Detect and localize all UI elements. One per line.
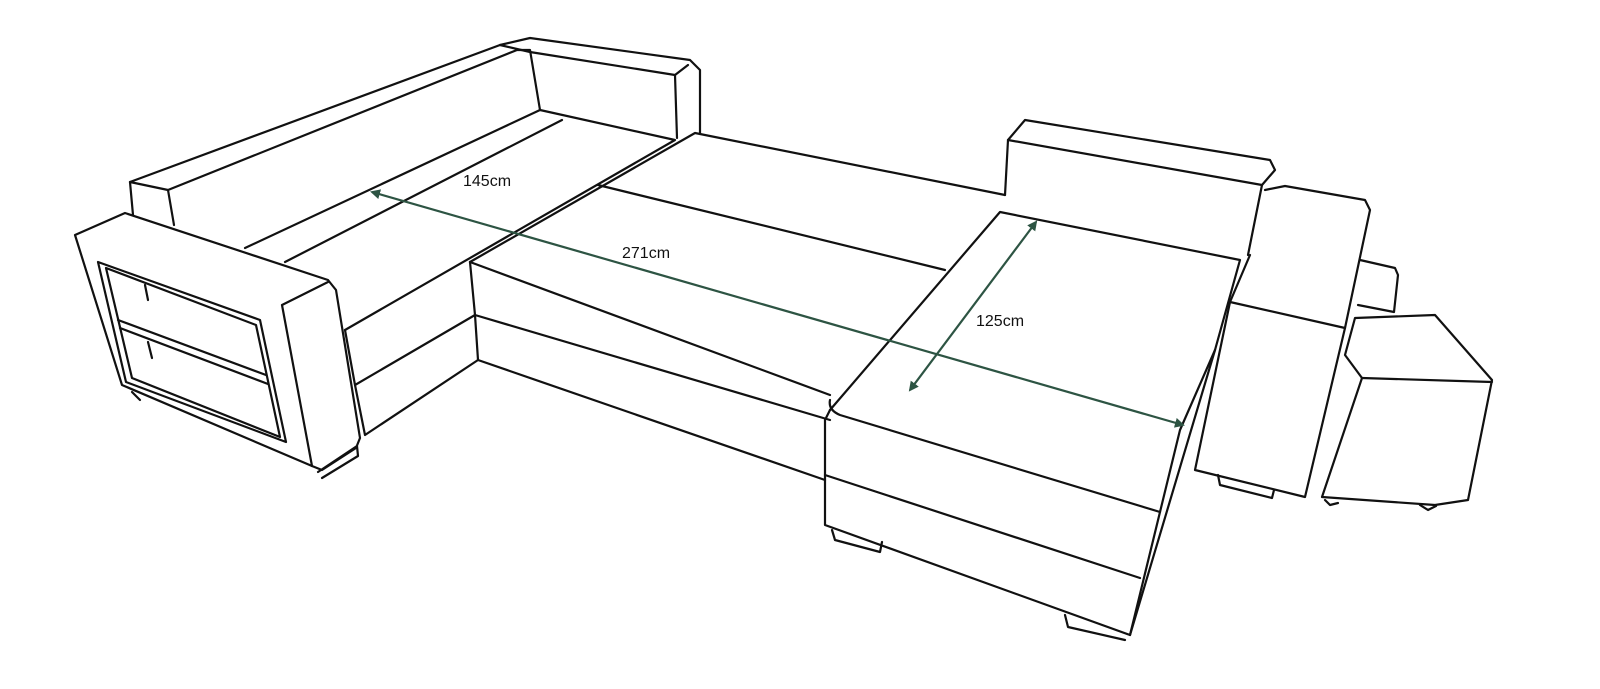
width-label: 125cm (976, 313, 1025, 330)
length-dimension-arrow (370, 189, 1185, 428)
length-label: 271cm (622, 245, 671, 262)
chaise-longue (823, 210, 1242, 642)
width-dimension-arrow (908, 220, 1038, 392)
chaise-backrest (1003, 118, 1277, 257)
left-armrest-with-shelf (73, 211, 362, 480)
left-seat (243, 108, 677, 437)
right-storage-armrest (1193, 184, 1400, 500)
left-backrest (128, 36, 702, 227)
depth-label: 145cm (463, 173, 512, 190)
middle-seat (468, 131, 1007, 482)
ottoman (1320, 313, 1494, 512)
